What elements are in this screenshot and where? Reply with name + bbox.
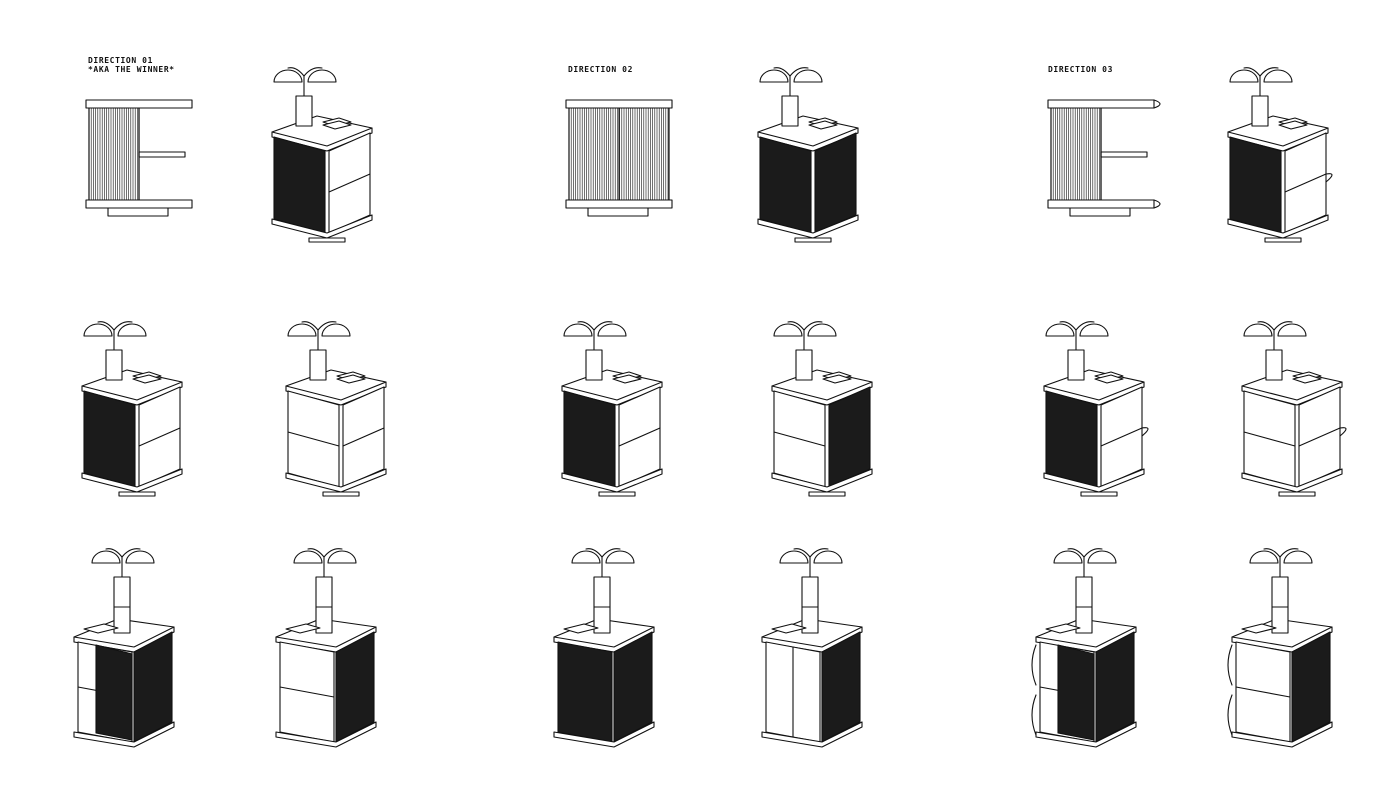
- direction-title: DIRECTION 01: [88, 56, 153, 65]
- direction-subtitle: *AKA THE WINNER*: [88, 65, 175, 74]
- perspective-view-2c: [771, 321, 873, 497]
- perspective-view-1c: [285, 321, 387, 497]
- cabinet-view-3a: [1031, 548, 1137, 748]
- direction-title: DIRECTION 03: [1048, 65, 1113, 74]
- perspective-view-3b: [1043, 321, 1149, 497]
- perspective-view-1a: [271, 67, 373, 243]
- cabinet-view-2a: [553, 548, 655, 748]
- cabinet-view-2b: [761, 548, 863, 748]
- elevation-view-3: [1047, 99, 1161, 217]
- elevation-view-1: [85, 99, 193, 217]
- perspective-view-3c: [1241, 321, 1347, 497]
- perspective-view-1b: [81, 321, 183, 497]
- elevation-view-2: [565, 99, 673, 217]
- perspective-view-2a: [757, 67, 859, 243]
- direction-label-2: DIRECTION 02: [568, 65, 633, 74]
- direction-label-3: DIRECTION 03: [1048, 65, 1113, 74]
- perspective-view-2b: [561, 321, 663, 497]
- direction-title: DIRECTION 02: [568, 65, 633, 74]
- cabinet-view-3b: [1227, 548, 1333, 748]
- perspective-view-3a: [1227, 67, 1333, 243]
- direction-label-1: DIRECTION 01 *AKA THE WINNER*: [88, 56, 175, 74]
- cabinet-view-1a: [73, 548, 175, 748]
- cabinet-view-1b: [275, 548, 377, 748]
